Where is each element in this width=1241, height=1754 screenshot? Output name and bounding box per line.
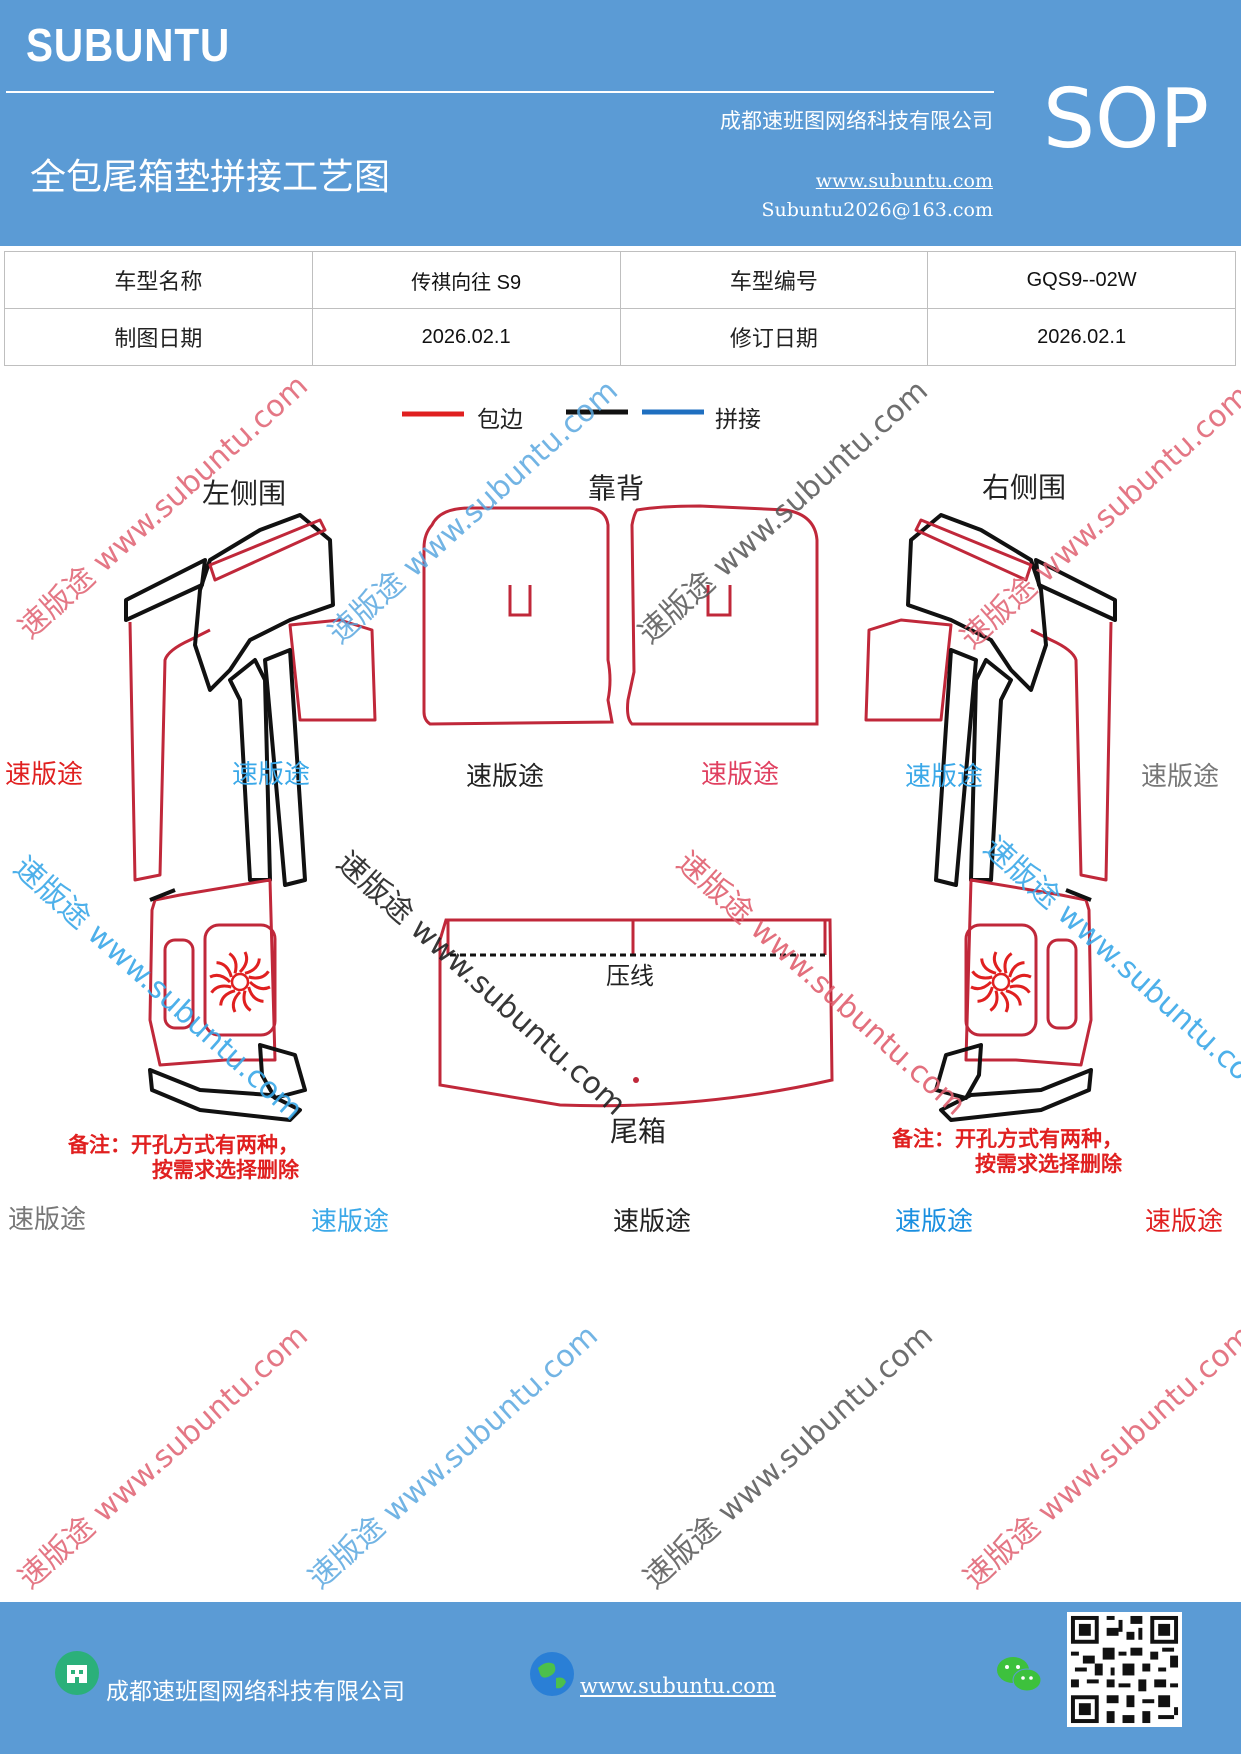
model-name-label: 车型名称 bbox=[4, 251, 313, 309]
watermark-diagonal: 速版途 www.subuntu.com bbox=[330, 845, 633, 1123]
legend: 包边 拼接 bbox=[402, 407, 761, 433]
watermark-diagonal: 速版途 www.subuntu.com bbox=[12, 1318, 315, 1596]
footer-company: 成都速班图网络科技有限公司 bbox=[106, 1679, 405, 1705]
watermark-brand: 速版途 bbox=[5, 760, 83, 790]
qr-code bbox=[1067, 1612, 1182, 1727]
model-name-value: 传祺向往 S9 bbox=[311, 251, 621, 309]
watermark-diagonal: 速版途 www.subuntu.com bbox=[977, 830, 1241, 1108]
watermark-brand: 速版途 bbox=[1145, 1207, 1223, 1237]
watermark-diagonal: 速版途 www.subuntu.com bbox=[322, 373, 625, 651]
header-company: 成都速班图网络科技有限公司 bbox=[720, 109, 993, 133]
watermark-brand: 速版途 bbox=[8, 1205, 86, 1235]
revise-date-value: 2026.02.1 bbox=[927, 308, 1236, 366]
backrest-title: 靠背 bbox=[588, 472, 644, 505]
revise-date-label: 修订日期 bbox=[619, 308, 929, 366]
watermark-brand: 速版途 bbox=[701, 760, 779, 790]
header-divider bbox=[6, 91, 994, 93]
watermark-diagonal: 速版途 www.subuntu.com bbox=[302, 1318, 605, 1596]
backrest-panels bbox=[422, 504, 819, 726]
draw-date-value: 2026.02.1 bbox=[311, 308, 621, 366]
watermark-brand: 速版途 bbox=[232, 760, 310, 790]
press-line-label: 压线 bbox=[606, 962, 654, 990]
document-title: 全包尾箱垫拼接工艺图 bbox=[30, 157, 391, 198]
trunk-title: 尾箱 bbox=[610, 1115, 666, 1148]
header-banner: SUBUNTU 成都速班图网络科技有限公司 全包尾箱垫拼接工艺图 www.sub… bbox=[0, 0, 1241, 246]
trunk-panel bbox=[438, 918, 834, 1108]
watermark-brand: 速版途 bbox=[1141, 762, 1219, 792]
legend-edge-label: 包边 bbox=[477, 407, 523, 433]
table-row: 制图日期 2026.02.1 修订日期 2026.02.1 bbox=[4, 308, 1236, 366]
wechat-icon[interactable] bbox=[995, 1654, 1043, 1696]
brand-logo-text: SUBUNTU bbox=[26, 19, 231, 71]
draw-date-label: 制图日期 bbox=[4, 308, 313, 366]
left-note-line2: 按需求选择删除 bbox=[152, 1158, 300, 1182]
watermark-brand: 速版途 bbox=[311, 1207, 389, 1237]
watermark-brand: 速版途 bbox=[905, 762, 983, 792]
watermark-diagonal: 速版途 www.subuntu.com bbox=[632, 373, 935, 651]
watermark-brand: 速版途 bbox=[895, 1207, 973, 1237]
header-email: Subuntu2026@163.com bbox=[761, 199, 993, 221]
model-code-label: 车型编号 bbox=[619, 251, 929, 309]
header-website-link[interactable]: www.subuntu.com bbox=[815, 170, 993, 192]
sop-badge: SOP bbox=[1043, 72, 1210, 167]
model-code-value: GQS9--02W bbox=[927, 251, 1236, 309]
footer-website-link[interactable]: www.subuntu.com bbox=[580, 1674, 776, 1698]
watermark-diagonal: 速版途 www.subuntu.com bbox=[957, 1318, 1241, 1596]
watermark-diagonal: 速版途 www.subuntu.com bbox=[954, 378, 1241, 656]
legend-splice-label: 拼接 bbox=[715, 407, 761, 433]
watermark-brand: 速版途 bbox=[613, 1207, 691, 1237]
watermark-brand: 速版途 bbox=[466, 762, 544, 792]
info-table: 车型名称 传祺向往 S9 车型编号 GQS9--02W 制图日期 2026.02… bbox=[4, 251, 1236, 366]
building-icon bbox=[55, 1651, 99, 1695]
right-note-line2: 按需求选择删除 bbox=[975, 1152, 1123, 1176]
pattern-drawing: 包边 拼接 左侧围 靠背 右侧围 bbox=[5, 368, 1241, 1596]
left-side-panel bbox=[124, 513, 377, 1122]
left-note-line1: 备注：开孔方式有两种， bbox=[67, 1133, 299, 1157]
right-note-line1: 备注：开孔方式有两种， bbox=[891, 1127, 1123, 1151]
footer-banner: 成都速班图网络科技有限公司 www.subuntu.com bbox=[0, 1602, 1241, 1754]
right-side-title: 右侧围 bbox=[982, 471, 1066, 504]
globe-icon bbox=[530, 1652, 574, 1696]
table-row: 车型名称 传祺向往 S9 车型编号 GQS9--02W bbox=[4, 251, 1236, 309]
right-side-panel bbox=[864, 513, 1117, 1122]
left-side-title: 左侧围 bbox=[202, 477, 286, 510]
watermark-diagonal: 速版途 www.subuntu.com bbox=[637, 1318, 940, 1596]
